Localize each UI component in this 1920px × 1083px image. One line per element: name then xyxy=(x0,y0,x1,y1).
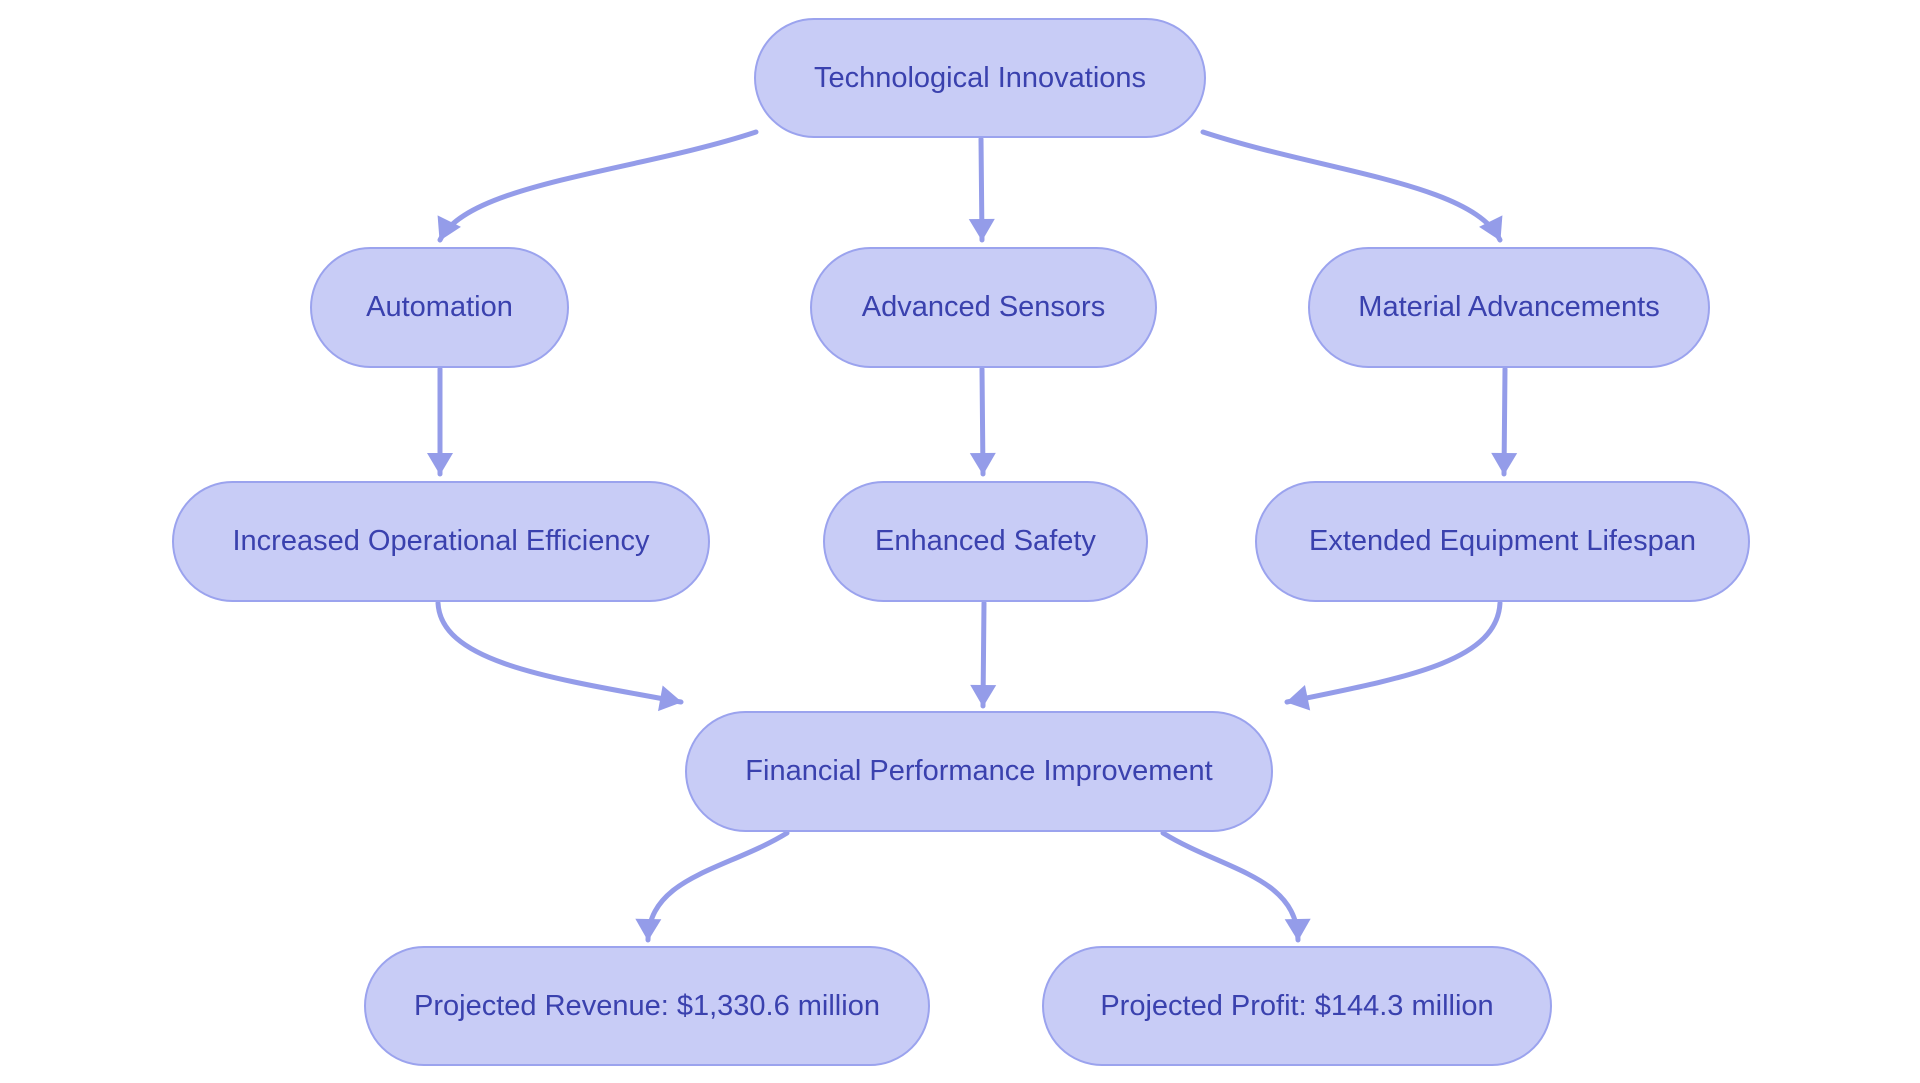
node-extended-equipment-lifespan: Extended Equipment Lifespan xyxy=(1255,481,1750,602)
node-financial-performance-improvement: Financial Performance Improvement xyxy=(685,711,1273,832)
edge-tech-to-automation xyxy=(437,129,759,243)
node-automation: Automation xyxy=(310,247,569,368)
edge-lifespan-to-financial xyxy=(1284,600,1503,711)
node-increased-operational-efficiency: Increased Operational Efficiency xyxy=(172,481,710,602)
edge-tech-to-materials xyxy=(1200,129,1503,243)
edge-financial-to-profit xyxy=(1160,830,1311,943)
node-projected-revenue: Projected Revenue: $1,330.6 million xyxy=(364,946,930,1066)
node-projected-profit: Projected Profit: $144.3 million xyxy=(1042,946,1552,1066)
edge-efficiency-to-financial xyxy=(435,600,684,712)
edge-safety-to-financial xyxy=(970,600,997,709)
node-advanced-sensors: Advanced Sensors xyxy=(810,247,1157,368)
node-material-advancements: Material Advancements xyxy=(1308,247,1710,368)
node-technological-innovations: Technological Innovations xyxy=(754,18,1206,138)
edge-financial-to-revenue xyxy=(635,830,790,943)
edge-materials-to-lifespan xyxy=(1491,366,1518,477)
node-enhanced-safety: Enhanced Safety xyxy=(823,481,1148,602)
edge-sensors-to-safety xyxy=(969,366,996,477)
edge-tech-to-sensors xyxy=(968,136,995,243)
